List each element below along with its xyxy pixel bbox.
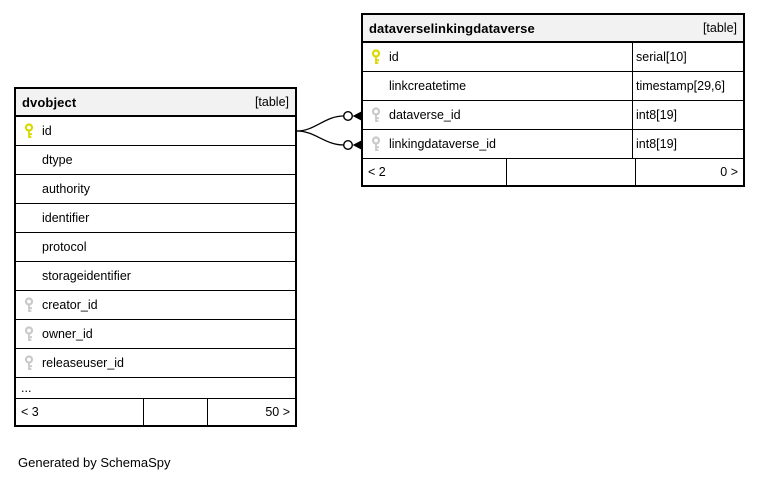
table-dataverselinkingdataverse: dataverselinkingdataverse [table] id seri… <box>361 13 745 187</box>
column-row-releaseuser_id[interactable]: releaseuser_id <box>16 349 295 378</box>
paging-next[interactable]: 0 > <box>720 165 738 179</box>
paging-next[interactable]: 50 > <box>265 405 290 419</box>
column-name: dataverse_id <box>389 108 461 122</box>
primary-key-icon <box>363 49 389 65</box>
primary-key-icon <box>16 123 42 139</box>
column-name: releaseuser_id <box>42 356 124 370</box>
relationship-connectors <box>297 110 361 151</box>
table-dvobject: dvobject [table] id dtype authority identif… <box>14 87 297 427</box>
column-row-id[interactable]: id serial[10] <box>363 43 743 72</box>
column-name: protocol <box>42 240 87 254</box>
foreign-key-icon <box>16 355 42 371</box>
zero-or-one-circle <box>343 110 354 122</box>
column-name: owner_id <box>42 327 93 341</box>
ellipsis-row: ... <box>16 378 295 399</box>
paging-prev[interactable]: < 3 <box>21 405 39 419</box>
column-row-id[interactable]: id <box>16 117 295 146</box>
column-type: serial[10] <box>632 43 743 71</box>
zero-or-one-circle <box>343 140 354 151</box>
column-rows: id dtype authority identifier protocol storag… <box>16 117 295 378</box>
column-name: linkcreatetime <box>389 79 467 93</box>
foreign-key-icon <box>363 107 389 123</box>
column-row-linkcreatetime[interactable]: linkcreatetime timestamp[29,6] <box>363 72 743 101</box>
table-paging: < 2 0 > <box>363 159 743 185</box>
foreign-key-icon <box>16 297 42 313</box>
column-row-linkingdataverse_id[interactable]: linkingdataverse_id int8[19] <box>363 130 743 159</box>
column-row-identifier[interactable]: identifier <box>16 204 295 233</box>
column-name: authority <box>42 182 90 196</box>
paging-prev[interactable]: < 2 <box>368 165 386 179</box>
column-name: id <box>42 124 52 138</box>
table-header[interactable]: dataverselinkingdataverse [table] <box>363 15 743 43</box>
column-rows: id serial[10] linkcreatetime timestamp[29,6… <box>363 43 743 159</box>
column-row-creator_id[interactable]: creator_id <box>16 291 295 320</box>
column-row-owner_id[interactable]: owner_id <box>16 320 295 349</box>
arrowhead <box>352 140 361 150</box>
column-name: identifier <box>42 211 90 225</box>
arrowhead <box>352 111 361 121</box>
column-row-dtype[interactable]: dtype <box>16 146 295 175</box>
column-name: dtype <box>42 153 73 167</box>
column-name: linkingdataverse_id <box>389 137 497 151</box>
foreign-key-icon <box>16 326 42 342</box>
paging-middle-cell <box>506 159 636 185</box>
column-type: int8[19] <box>632 130 743 158</box>
column-row-authority[interactable]: authority <box>16 175 295 204</box>
column-name: id <box>389 50 399 64</box>
relationship-line-linkingdataverse_id <box>297 130 361 151</box>
paging-middle-cell <box>143 399 208 425</box>
column-type: timestamp[29,6] <box>632 72 743 100</box>
table-header[interactable]: dvobject [table] <box>16 89 295 117</box>
column-row-storageidentifier[interactable]: storageidentifier <box>16 262 295 291</box>
column-row-dataverse_id[interactable]: dataverse_id int8[19] <box>363 101 743 130</box>
schemaspy-credit: Generated by SchemaSpy <box>18 455 171 470</box>
table-type-badge: [table] <box>254 95 289 109</box>
table-paging: < 3 50 > <box>16 399 295 425</box>
table-name[interactable]: dataverselinkingdataverse <box>369 20 535 36</box>
column-name: storageidentifier <box>42 269 131 283</box>
table-name[interactable]: dvobject <box>22 94 77 110</box>
relationship-line-dataverse_id <box>297 110 361 132</box>
foreign-key-icon <box>363 136 389 152</box>
column-name: creator_id <box>42 298 98 312</box>
column-type: int8[19] <box>632 101 743 129</box>
column-row-protocol[interactable]: protocol <box>16 233 295 262</box>
table-type-badge: [table] <box>702 21 737 35</box>
